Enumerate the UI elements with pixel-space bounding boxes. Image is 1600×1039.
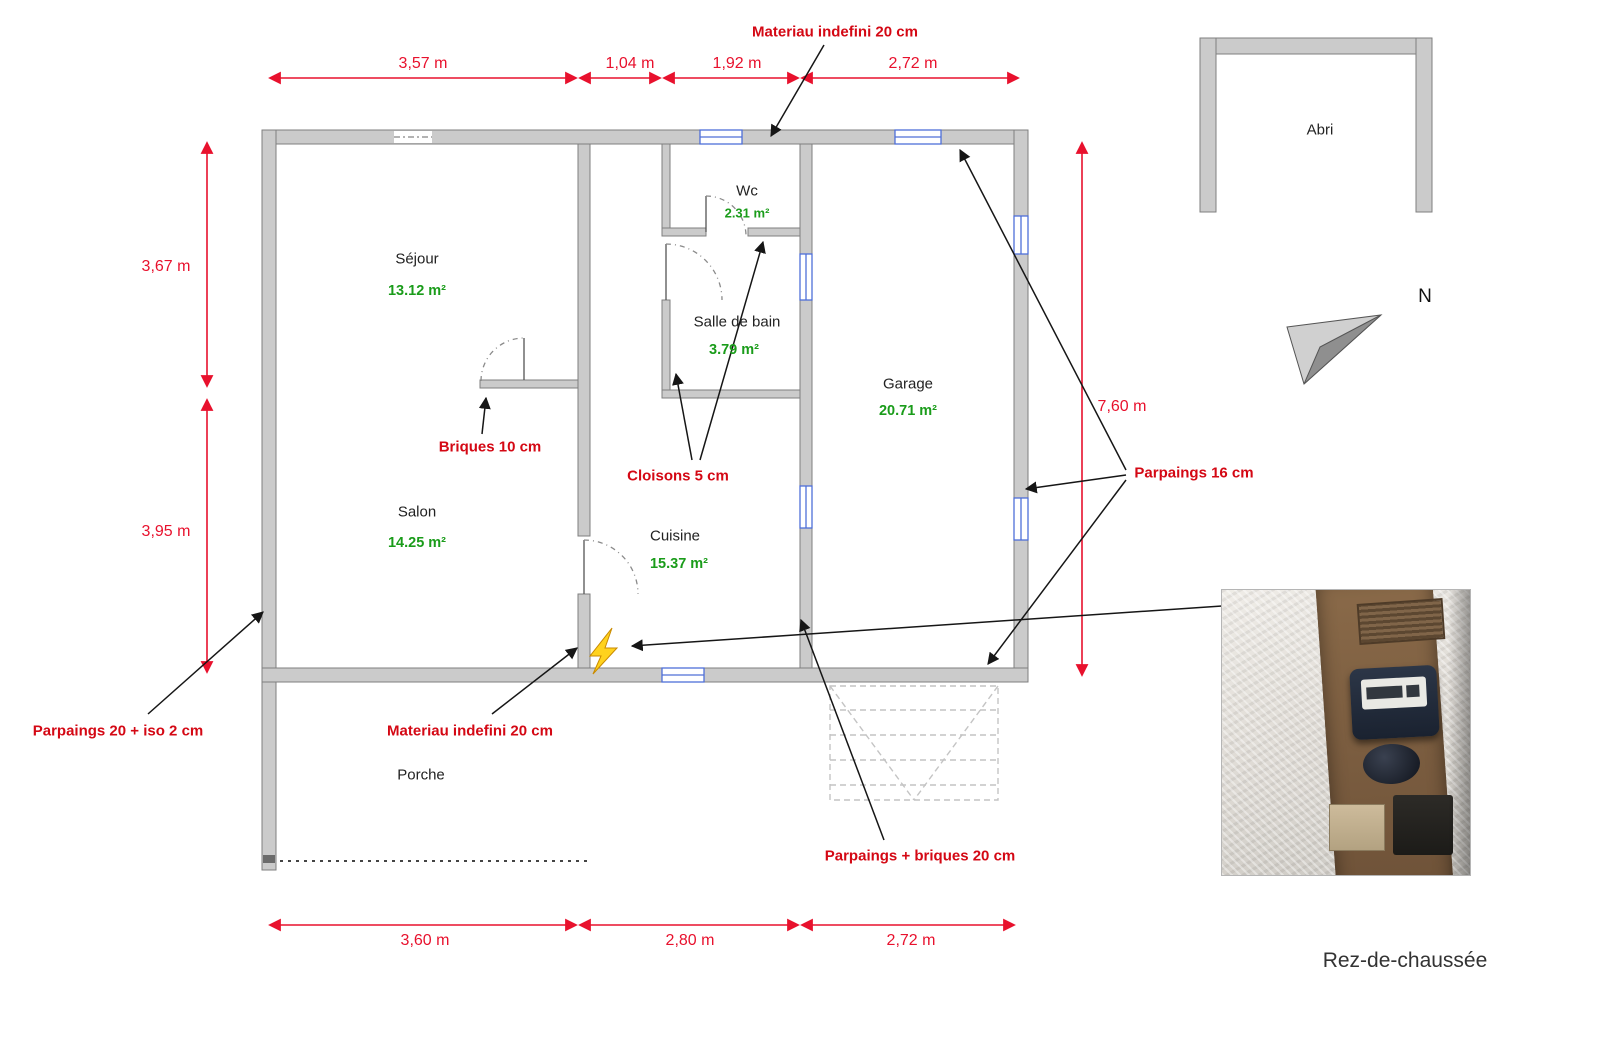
garage-apron-dashed [829,685,999,801]
wall-wc-left [661,143,671,237]
room-label-sejour: Séjour [395,250,439,268]
dim-label-right-1: 7,60 m [1097,398,1147,415]
room-area-sejour: 13.12 m² [387,283,447,299]
wall-garage-divider [799,143,813,669]
walls [261,37,1433,871]
room-label-cuisine: Cuisine [649,527,701,545]
door-cuisine [583,539,639,595]
electric-meter-photo [1221,589,1471,876]
room-label-porche: Porche [397,766,445,784]
annotation-cloisons: Cloisons 5 cm [627,467,729,485]
windows [394,129,1029,683]
arrow-materiau-bottom [491,647,578,715]
wall-briques-stub [479,379,579,389]
room-label-salle-de-bain: Salle de bain [693,313,781,331]
compass-north-label: N [1418,286,1432,307]
wall-sdb-bottom [661,389,801,399]
photo-meter-counter-window-2 [1406,684,1420,698]
room-label-salon: Salon [397,503,437,521]
arrow-parpaings-iso [147,611,264,715]
annotation-arrows [147,44,1223,841]
arrow-cloisons-2 [699,240,766,461]
window-right-2 [1013,497,1029,541]
room-area-wc: 2.31 m² [724,205,770,221]
arrow-parpaings16-mid [1024,474,1127,494]
window-bottom-1 [661,667,705,683]
photo-vent-grille [1357,598,1446,646]
room-area-salle-de-bain: 3.79 m² [709,342,759,358]
arrow-materiau-top [770,44,825,138]
wall-wc-bottom-b [747,227,801,237]
wall-sejour-divider-upper [577,143,591,537]
door-wc [705,195,747,237]
abri-wall-left [1199,37,1217,213]
window-top-2 [894,129,942,145]
dim-label-bottom-1: 3,60 m [400,932,450,949]
abri-wall-top [1199,37,1433,55]
annotation-parpaings16: Parpaings 16 cm [1134,464,1254,482]
room-area-cuisine: 15.37 m² [649,556,709,572]
door-sejour [480,337,525,382]
dim-label-top-1: 3,57 m [398,55,448,72]
electric-bolt-icon [588,627,619,675]
annotation-parpaings-briques: Parpaings + briques 20 cm [824,847,1016,865]
dimension-arrows [200,71,1089,932]
dim-label-top-3: 1,92 m [712,55,762,72]
annotation-briques: Briques 10 cm [438,438,542,456]
window-garage-wall-1 [799,253,813,301]
photo-fusebox-right [1393,795,1453,856]
wall-wc-bottom-a [661,227,707,237]
opening-top-dashed [394,131,432,143]
annotation-materiau-top: Materiau indefini 20 cm [752,23,918,41]
dim-label-bottom-2: 2,80 m [665,932,715,949]
dim-label-left-1: 3,67 m [141,258,191,275]
photo-edge-shadow [1447,590,1470,875]
porch-dotted-edge [263,855,592,863]
room-label-garage: Garage [882,375,934,393]
dim-label-top-4: 2,72 m [888,55,938,72]
door-salle-de-bain [665,243,723,301]
arrow-parpaings16-top [959,148,1127,471]
room-label-abri: Abri [1306,121,1334,139]
photo-meter-dial [1360,675,1427,710]
page-title: Rez-de-chaussée [1322,949,1488,972]
window-right-1 [1013,215,1029,255]
room-area-garage: 20.71 m² [878,403,938,419]
wall-right [1013,129,1029,683]
dim-label-top-2: 1,04 m [605,55,655,72]
window-garage-wall-2 [799,485,813,529]
annotation-materiau-bottom: Materiau indefini 20 cm [387,722,553,740]
wall-bottom [261,667,1029,683]
arrow-parpaings16-bottom [987,479,1127,665]
wall-sejour-divider-lower [577,593,591,669]
line-photo-to-meter [630,605,1223,652]
abri-wall-right [1415,37,1433,213]
arrow-briques [478,396,491,435]
room-area-salon: 14.25 m² [387,535,447,551]
photo-meter-body [1349,664,1440,741]
arrow-cloisons-1 [672,372,693,461]
dim-label-left-2: 3,95 m [141,523,191,540]
compass-arrow-icon [1286,314,1383,385]
doors [480,195,747,595]
window-top-1 [699,129,743,145]
photo-fusebox-left [1328,803,1386,852]
room-label-wc: Wc [736,182,758,200]
photo-meter-counter-window [1366,685,1403,700]
arrow-parpaings-briques [799,618,885,841]
wall-sdb-left [661,299,671,399]
dim-label-bottom-3: 2,72 m [886,932,936,949]
wall-left [261,129,277,871]
annotation-parpaings-iso: Parpaings 20 + iso 2 cm [32,722,204,740]
